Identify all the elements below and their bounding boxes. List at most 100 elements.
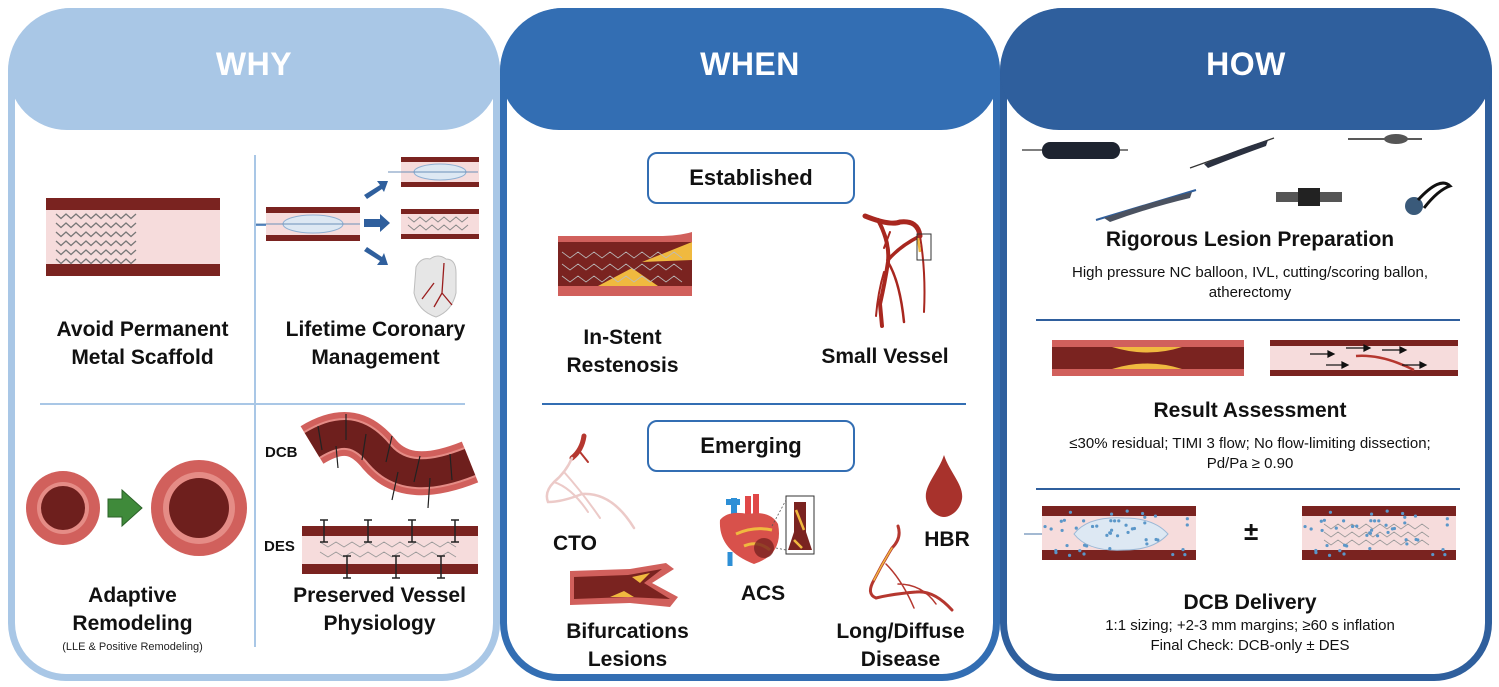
drug-particle [1414, 537, 1418, 542]
drug-particle [1145, 542, 1149, 546]
drug-particle [1049, 527, 1053, 531]
drug-particle [1067, 553, 1072, 557]
how-step-desc: ≤30% residual; TIMI 3 flow; No flow-limi… [1010, 434, 1490, 474]
when-panel: WHEN [500, 8, 1000, 681]
drug-particle [1386, 530, 1390, 535]
emerging-heading: Emerging [647, 420, 855, 472]
label-line: Avoid Permanent [56, 318, 229, 341]
drug-particle [1327, 553, 1332, 557]
lesion-prep-devices-icon [1022, 134, 1453, 222]
why-title: WHY [215, 45, 293, 82]
when-emerging-label: Long/Diffuse Disease [818, 618, 983, 674]
drug-particle [1369, 519, 1373, 523]
drug-particle [1108, 546, 1112, 551]
drug-particle [1059, 519, 1063, 523]
label-line: Adaptive [88, 584, 177, 607]
desc-line: ≤30% residual; TIMI 3 flow; No flow-limi… [1069, 435, 1431, 452]
label-line: Long/Diffuse [836, 620, 965, 643]
when-divider [542, 403, 966, 405]
drug-particle [1126, 530, 1130, 535]
drug-particle [1369, 512, 1374, 516]
drug-particle [1403, 515, 1407, 519]
drug-particle [1153, 514, 1158, 518]
drug-particle [1181, 547, 1185, 552]
drug-particle [1082, 519, 1086, 523]
drug-particle [1154, 537, 1158, 542]
drug-particle [1342, 519, 1346, 523]
drug-particle [1185, 517, 1189, 521]
drug-particle [1328, 510, 1333, 514]
drug-particle [1368, 531, 1372, 535]
plus-minus-symbol: ± [1244, 516, 1259, 546]
desc-line: atherectomy [1208, 284, 1292, 301]
drug-particle [1413, 514, 1418, 518]
drug-particle [1109, 512, 1114, 516]
drug-particle [1319, 519, 1323, 523]
drug-particle [1143, 521, 1147, 525]
why-item-label: Adaptive Remodeling [20, 582, 245, 638]
label-line: Restenosis [566, 354, 679, 377]
drug-particle [1108, 531, 1112, 535]
stent-strut [55, 258, 137, 265]
blood-drop-icon [925, 455, 963, 517]
label-line: Preserved Vessel [293, 584, 466, 607]
small-vessel-icon [862, 213, 932, 328]
drug-particle [1445, 517, 1449, 521]
drug-particle [1443, 553, 1447, 557]
why-item-label: Preserved Vessel Physiology [262, 582, 497, 638]
label-line: Physiology [323, 612, 436, 635]
vessel-physiology-icon [300, 411, 479, 579]
how-step-title: Result Assessment [1153, 399, 1347, 422]
stent-strut [55, 222, 137, 229]
drug-particle [1171, 552, 1175, 557]
drug-particle [1334, 526, 1338, 530]
when-emerging-label: CTO [553, 532, 597, 555]
drug-particle [1054, 551, 1058, 555]
drug-particle [1431, 552, 1435, 557]
drug-particle [1303, 524, 1307, 529]
drug-particle [1144, 538, 1148, 542]
label-line: Disease [860, 648, 941, 671]
drug-particle [1082, 552, 1086, 556]
drug-particle [1110, 528, 1114, 532]
when-emerging-label: ACS [740, 582, 786, 605]
drug-particle [1078, 549, 1082, 553]
drug-particle [1185, 523, 1189, 527]
when-emerging-label: HBR [924, 528, 970, 551]
drug-particle [1082, 543, 1087, 547]
dcb-tag: DCB [265, 444, 298, 461]
drug-particle [1320, 528, 1324, 533]
why-vertical-divider [254, 155, 256, 647]
drug-particle [1113, 519, 1117, 523]
label-line: Bifurcations [566, 620, 689, 643]
drug-particle [1322, 518, 1327, 522]
drug-particle [1132, 526, 1137, 531]
when-established-label: Small Vessel [821, 345, 949, 368]
drug-particle [1117, 519, 1121, 523]
drug-particle [1062, 518, 1067, 522]
drug-particle [1370, 528, 1374, 532]
how-title: HOW [1206, 45, 1286, 82]
dcb-outcomes-icon [256, 157, 479, 318]
why-item-note: (LLE & Positive Remodeling) [62, 641, 203, 653]
drug-particle [1384, 523, 1388, 527]
why-item-label: Lifetime Coronary Management [258, 316, 493, 372]
drug-particle [1090, 524, 1095, 529]
label-line: In-Stent [583, 326, 662, 349]
when-emerging-label: Bifurcations Lesions [545, 618, 710, 674]
how-step-title: Rigorous Lesion Preparation [1105, 228, 1395, 251]
dcb-delivery-icon [1024, 506, 1456, 560]
desc-line: 1:1 sizing; +2-3 mm margins; ≥60 s infla… [1105, 617, 1395, 634]
drug-particle [1377, 519, 1381, 523]
des-tag: DES [264, 538, 295, 555]
drug-particle [1401, 511, 1405, 516]
drug-particle [1375, 534, 1380, 538]
why-horizontal-divider [40, 403, 465, 405]
drug-particle [1342, 543, 1347, 547]
vessel-remodeling-icon [26, 460, 247, 556]
stent-strut [55, 249, 137, 256]
drug-particle [1143, 515, 1147, 519]
established-heading: Established [647, 152, 855, 204]
label-line: Management [311, 346, 440, 369]
drug-particle [1095, 524, 1099, 528]
